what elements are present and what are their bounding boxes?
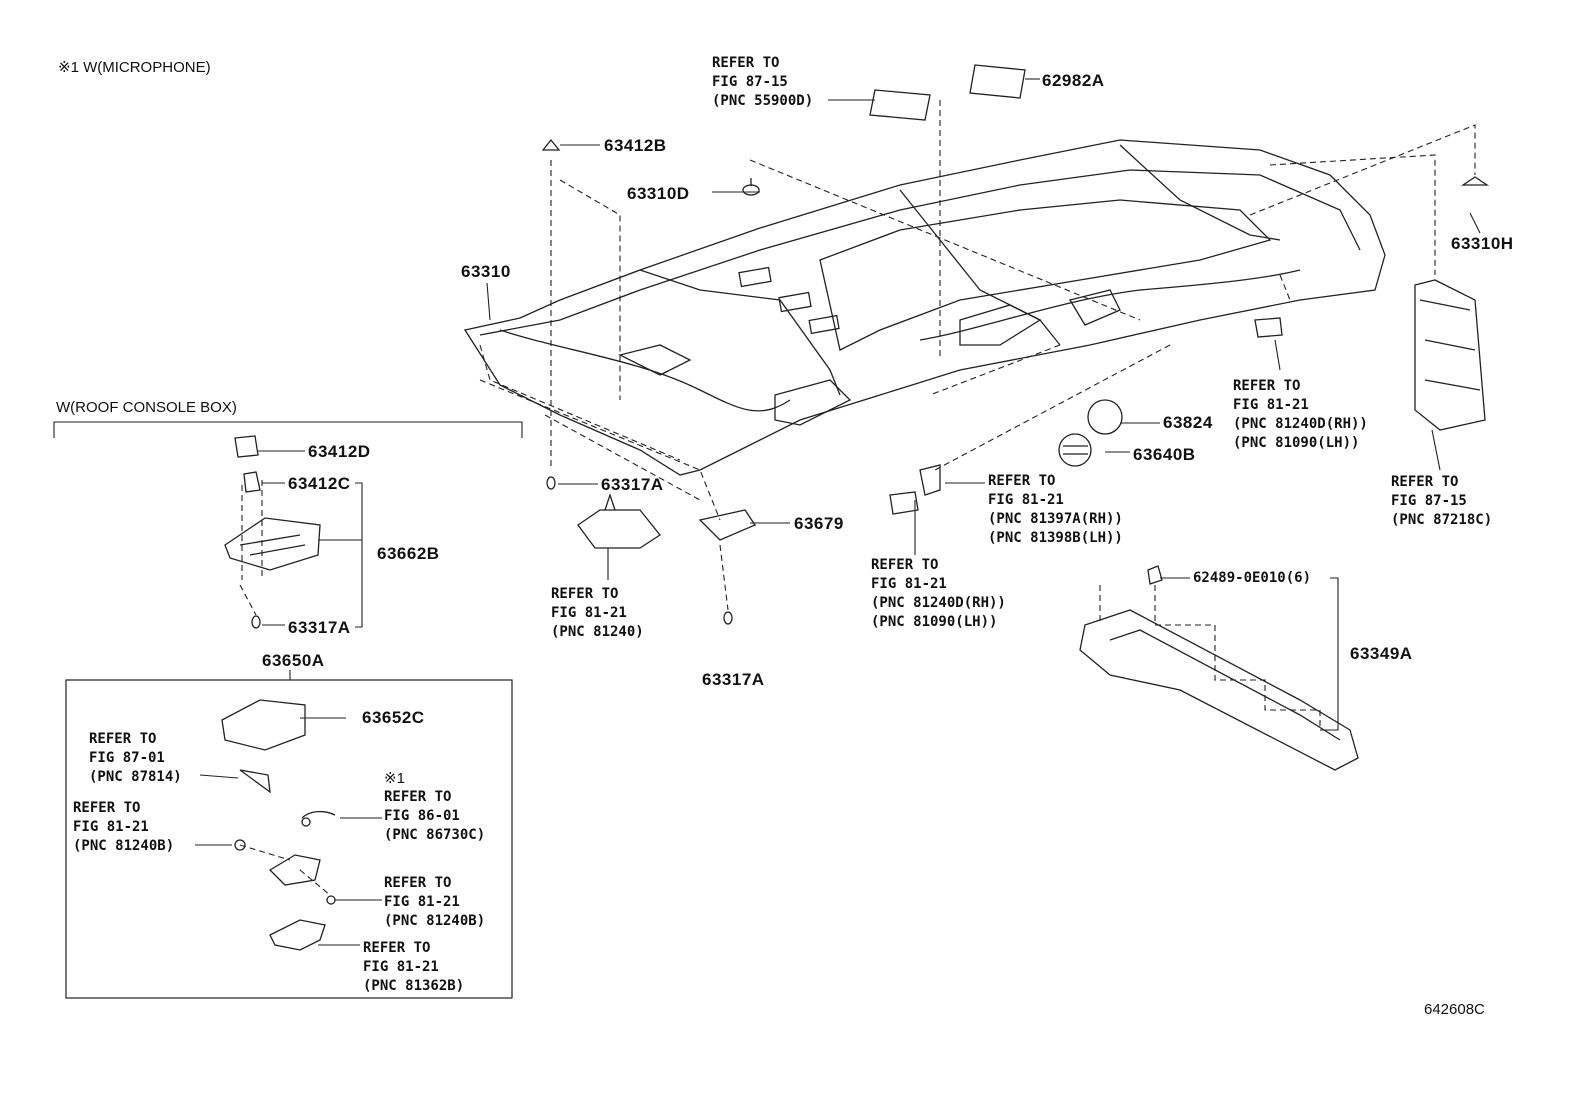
part-63412C[interactable]: 63412C (288, 474, 351, 493)
part-62982A[interactable]: 62982A (1042, 71, 1105, 90)
assembly-63650A-box (65, 679, 513, 999)
part-63650A[interactable]: 63650A (262, 651, 325, 670)
roof-console-bracket (53, 421, 523, 438)
part-63662B[interactable]: 63662B (377, 544, 440, 563)
microphone-star: ※1 (384, 770, 405, 787)
part-63412D[interactable]: 63412D (308, 442, 371, 461)
part-63317A[interactable]: 63317A (601, 475, 664, 494)
part-63412B[interactable]: 63412B (604, 136, 667, 155)
diagram-id: 642608C (1424, 1001, 1485, 1018)
roof-console-note: W(ROOF CONSOLE BOX) (56, 399, 237, 416)
part-63679[interactable]: 63679 (794, 514, 844, 533)
part-63349A[interactable]: 63349A (1350, 644, 1413, 663)
part-63824[interactable]: 63824 (1163, 413, 1213, 432)
part-63317A[interactable]: 63317A (288, 618, 351, 637)
leader-lines (195, 78, 1481, 946)
small-parts (221, 64, 1490, 951)
dashed-guides (239, 100, 1476, 896)
part-63317A[interactable]: 63317A (702, 670, 765, 689)
microphone-note: ※1 W(MICROPHONE) (58, 59, 211, 76)
part-63310[interactable]: 63310 (461, 262, 511, 281)
part-63310H[interactable]: 63310H (1451, 234, 1514, 253)
part-62489-0E010[interactable]: 62489-0E010(6) (1193, 570, 1312, 586)
part-63652C[interactable]: 63652C (362, 708, 425, 727)
part-63310D[interactable]: 63310D (627, 184, 690, 203)
headliner-illustration (463, 139, 1386, 476)
part-63640B[interactable]: 63640B (1133, 445, 1196, 464)
